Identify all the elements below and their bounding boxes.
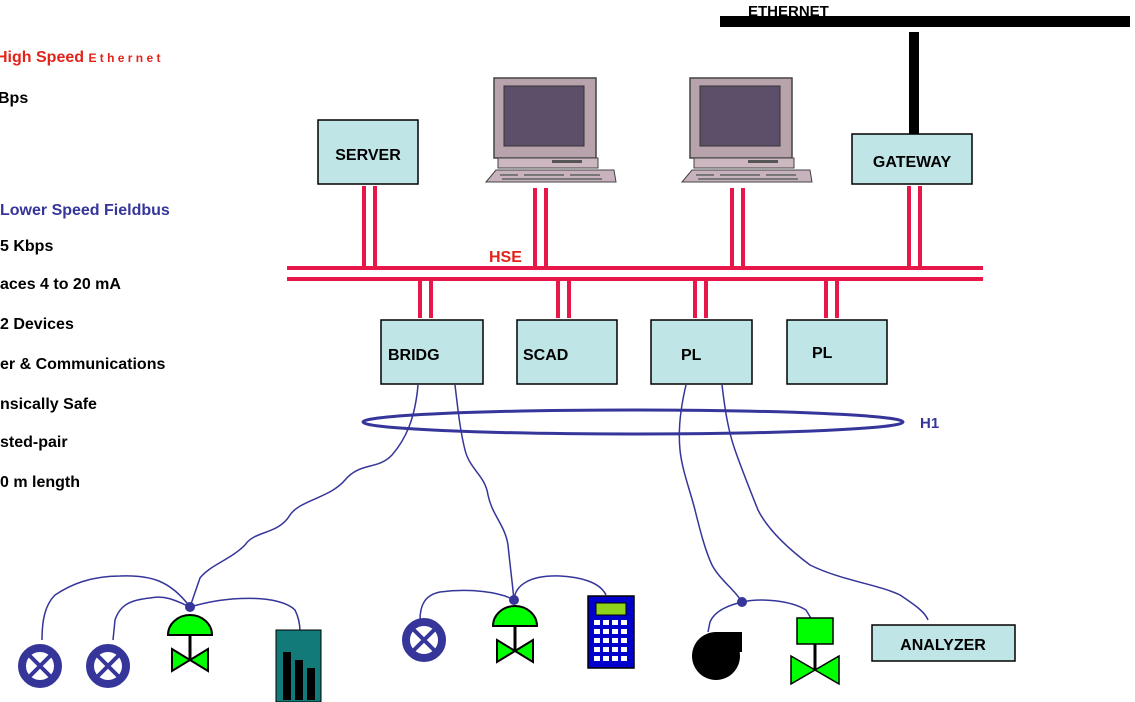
left-text-panel: High Speed E t h e r n e t Bps Lower Spe… (0, 49, 170, 491)
computer-icon (681, 77, 813, 183)
server-box[interactable]: SERVER (317, 119, 419, 185)
hse-heading: High Speed E t h e r n e t (0, 49, 160, 66)
fieldbus-cables (41, 384, 929, 641)
control-valve-icon[interactable] (166, 613, 214, 673)
feature-replaces: aces 4 to 20 mA (0, 276, 121, 293)
scada-box[interactable]: SCAD (516, 319, 618, 385)
plc-1-label: PL (681, 347, 702, 364)
feature-devices: 2 Devices (0, 316, 74, 333)
level-transmitter-icon[interactable] (275, 629, 322, 702)
workstation-2[interactable] (681, 77, 813, 183)
h1-label: H1 (920, 415, 939, 432)
junction-dot (185, 602, 195, 612)
handheld-configurator-icon[interactable] (587, 595, 635, 669)
feature-length: 0 m length (0, 474, 80, 491)
hse-bus (287, 186, 983, 318)
feature-safety: nsically Safe (0, 396, 97, 413)
gateway-box[interactable]: GATEWAY (851, 133, 973, 185)
junction-dot (509, 595, 519, 605)
analyzer-label: ANALYZER (900, 637, 986, 654)
scada-label: SCAD (523, 347, 568, 364)
flow-meter-icon[interactable] (22, 648, 58, 684)
feature-speed: 5 Kbps (0, 238, 53, 255)
gateway-label: GATEWAY (873, 154, 952, 171)
junction-dot (737, 597, 747, 607)
pump-icon[interactable] (692, 632, 742, 680)
bridge-box[interactable]: BRIDG (380, 319, 484, 385)
h1-ring (361, 408, 905, 436)
feature-power: er & Communications (0, 356, 165, 373)
h1-heading: Lower Speed Fieldbus (0, 202, 170, 219)
computer-icon (485, 77, 617, 183)
flow-meter-icon[interactable] (406, 622, 442, 658)
hse-label: HSE (489, 249, 522, 266)
feature-cable: sted-pair (0, 434, 68, 451)
plc-box-2[interactable]: PL (786, 319, 888, 385)
plc-2-label: PL (812, 345, 833, 362)
ethernet-label: ETHERNET (748, 3, 829, 20)
plc-box-1[interactable]: PL (650, 319, 753, 385)
ethernet-line (720, 16, 1130, 27)
bridge-label: BRIDG (388, 347, 440, 364)
workstation-1[interactable] (485, 77, 617, 183)
ethernet-bus: ETHERNET (720, 3, 1130, 136)
server-label: SERVER (335, 147, 401, 164)
flow-meter-icon[interactable] (90, 648, 126, 684)
solenoid-valve-icon[interactable] (790, 617, 840, 686)
analyzer-box[interactable]: ANALYZER (871, 624, 1016, 662)
hse-speed: Bps (0, 90, 28, 107)
ethernet-drop (909, 32, 919, 136)
control-valve-icon[interactable] (491, 604, 539, 664)
